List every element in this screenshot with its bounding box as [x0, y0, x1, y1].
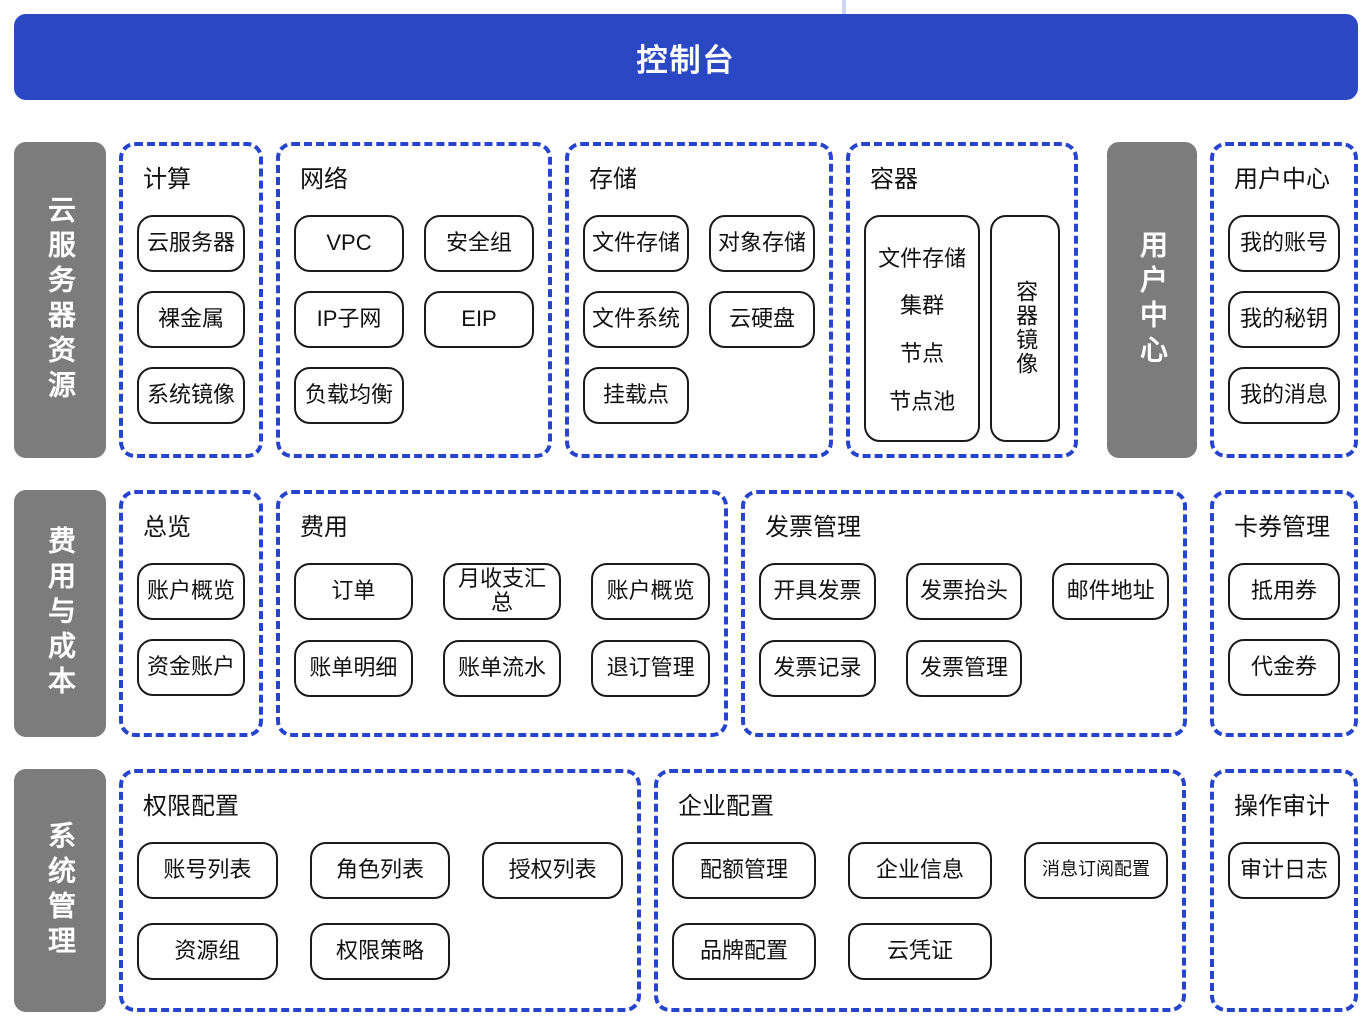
section-title-container: 容器 — [870, 166, 918, 193]
item-brand-config: 品牌配置 — [672, 922, 816, 980]
item-role-list: 角色列表 — [309, 841, 451, 899]
cluster-line-node: 节点 — [900, 341, 945, 367]
item-account-overview: 账户概览 — [137, 562, 245, 620]
top-connector-line — [842, 0, 846, 14]
container-items: 文件存储 集群 节点 节点池 容器镜像 — [864, 214, 1060, 442]
section-user-center: 用户中心 我的账号 我的秘钥 我的消息 — [1210, 142, 1358, 458]
item-invoice-title: 发票抬头 — [905, 562, 1023, 620]
item-file-system: 文件系统 — [583, 290, 689, 348]
row-label-system-management: 系统管理 — [14, 769, 106, 1012]
section-title-operation-audit: 操作审计 — [1234, 793, 1330, 820]
section-enterprise-config: 企业配置 配额管理 企业信息 消息订阅配置 品牌配置 云凭证 — [654, 769, 1186, 1012]
user-center-items: 我的账号 我的秘钥 我的消息 — [1228, 214, 1340, 424]
cluster-line-node-pool: 节点池 — [889, 389, 956, 415]
item-bill-details: 账单明细 — [294, 639, 413, 697]
item-permission-policy: 权限策略 — [309, 922, 451, 980]
console-banner: 控制台 — [14, 14, 1358, 100]
row-label-cloud-server-resources: 云服务器资源 — [14, 142, 106, 458]
console-banner-title: 控制台 — [636, 42, 736, 78]
section-title-user-center: 用户中心 — [1234, 166, 1330, 193]
item-enterprise-info: 企业信息 — [848, 841, 992, 899]
item-cloud-server: 云服务器 — [137, 214, 245, 272]
item-invoice-management: 发票管理 — [905, 639, 1023, 697]
item-object-storage: 对象存储 — [709, 214, 815, 272]
section-network: 网络 VPC 安全组 IP子网 EIP 负载均衡 — [276, 142, 552, 458]
item-eip: EIP — [424, 290, 534, 348]
expense-items: 订单 月收支汇总 账户概览 账单明细 账单流水 退订管理 — [294, 562, 710, 697]
item-invoice-records: 发票记录 — [759, 639, 876, 697]
section-storage: 存储 文件存储 对象存储 文件系统 云硬盘 挂载点 — [565, 142, 833, 458]
enterprise-items: 配额管理 企业信息 消息订阅配置 品牌配置 云凭证 — [672, 841, 1168, 980]
section-expense: 费用 订单 月收支汇总 账户概览 账单明细 账单流水 退订管理 — [276, 490, 728, 737]
item-ip-subnet: IP子网 — [294, 290, 404, 348]
item-cloud-credentials: 云凭证 — [848, 922, 992, 980]
item-container-image: 容器镜像 — [990, 214, 1060, 442]
item-email-address: 邮件地址 — [1052, 562, 1169, 620]
cluster-line-cluster: 集群 — [900, 293, 945, 319]
section-title-coupon-management: 卡券管理 — [1234, 514, 1330, 541]
section-permission-config: 权限配置 账号列表 角色列表 授权列表 资源组 权限策略 — [119, 769, 641, 1012]
audit-items: 审计日志 — [1228, 841, 1340, 899]
invoice-items: 开具发票 发票抬头 邮件地址 发票记录 发票管理 — [759, 562, 1169, 697]
section-invoice-management: 发票管理 开具发票 发票抬头 邮件地址 发票记录 发票管理 — [741, 490, 1187, 737]
row-cost-and-expense: 费用与成本 总览 账户概览 资金账户 费用 订单 月收支汇总 账户概览 账单明细… — [14, 490, 1358, 737]
section-title-enterprise-config: 企业配置 — [678, 793, 774, 820]
item-orders: 订单 — [294, 562, 413, 620]
item-mount-point: 挂载点 — [583, 366, 689, 424]
item-authorization-list: 授权列表 — [482, 841, 623, 899]
item-issue-invoice: 开具发票 — [759, 562, 876, 620]
storage-items: 文件存储 对象存储 文件系统 云硬盘 挂载点 — [583, 214, 815, 424]
item-unsubscribe-management: 退订管理 — [591, 639, 710, 697]
item-my-messages: 我的消息 — [1228, 366, 1340, 424]
section-title-permission-config: 权限配置 — [143, 793, 239, 820]
item-system-image: 系统镜像 — [137, 366, 245, 424]
section-container: 容器 文件存储 集群 节点 节点池 容器镜像 — [846, 142, 1078, 458]
item-account-list: 账号列表 — [137, 841, 278, 899]
coupon-items: 抵用券 代金券 — [1228, 562, 1340, 696]
item-cash-coupon: 代金券 — [1228, 638, 1340, 696]
row-cloud-server-resources: 云服务器资源 计算 云服务器 裸金属 系统镜像 网络 VPC 安全组 IP子网 … — [14, 142, 1358, 458]
item-vpc: VPC — [294, 214, 404, 272]
section-operation-audit: 操作审计 审计日志 — [1210, 769, 1358, 1012]
section-title-overview: 总览 — [143, 514, 191, 541]
section-overview: 总览 账户概览 资金账户 — [119, 490, 263, 737]
item-bill-flow: 账单流水 — [442, 639, 562, 697]
item-voucher: 抵用券 — [1228, 562, 1340, 620]
item-bare-metal: 裸金属 — [137, 290, 245, 348]
row-system-management: 系统管理 权限配置 账号列表 角色列表 授权列表 资源组 权限策略 企业配置 配… — [14, 769, 1358, 1012]
section-coupon-management: 卡券管理 抵用券 代金券 — [1210, 490, 1358, 737]
section-title-expense: 费用 — [300, 514, 348, 541]
item-account-overview-expense: 账户概览 — [591, 562, 710, 620]
item-resource-group: 资源组 — [137, 922, 278, 980]
item-file-storage: 文件存储 — [583, 214, 689, 272]
compute-items: 云服务器 裸金属 系统镜像 — [137, 214, 245, 424]
item-cluster-group: 文件存储 集群 节点 节点池 — [864, 214, 981, 442]
user-center-bar: 用户中心 — [1107, 142, 1197, 458]
section-title-storage: 存储 — [589, 166, 637, 193]
section-title-invoice-management: 发票管理 — [765, 514, 861, 541]
item-quota-management: 配额管理 — [672, 841, 816, 899]
network-items: VPC 安全组 IP子网 EIP 负载均衡 — [294, 214, 534, 424]
item-load-balancer: 负载均衡 — [294, 366, 404, 424]
item-my-keys: 我的秘钥 — [1228, 290, 1340, 348]
item-cloud-disk: 云硬盘 — [709, 290, 815, 348]
item-security-group: 安全组 — [424, 214, 534, 272]
row-label-cost-and-expense: 费用与成本 — [14, 490, 106, 737]
item-monthly-income-expense-summary: 月收支汇总 — [442, 562, 562, 620]
section-compute: 计算 云服务器 裸金属 系统镜像 — [119, 142, 263, 458]
item-funds-account: 资金账户 — [137, 638, 245, 696]
item-audit-log: 审计日志 — [1228, 841, 1340, 899]
section-title-compute: 计算 — [143, 166, 191, 193]
item-message-subscription-config: 消息订阅配置 — [1024, 841, 1168, 899]
item-my-account: 我的账号 — [1228, 214, 1340, 272]
permission-items: 账号列表 角色列表 授权列表 资源组 权限策略 — [137, 841, 623, 980]
section-title-network: 网络 — [300, 166, 348, 193]
cluster-line-file-storage: 文件存储 — [878, 245, 967, 271]
overview-items: 账户概览 资金账户 — [137, 562, 245, 696]
